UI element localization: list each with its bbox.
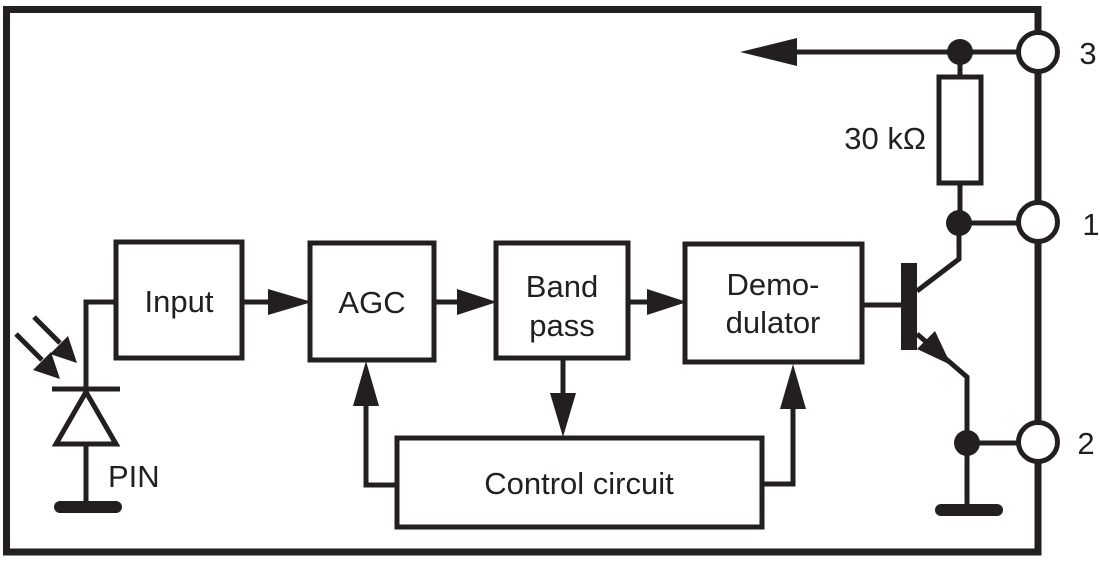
junction-dot xyxy=(954,430,980,456)
photodiode-label: PIN xyxy=(108,459,160,494)
resistor-body xyxy=(936,74,984,186)
block-demodulator-label-line2: dulator xyxy=(726,305,821,340)
light-ray-arrowhead xyxy=(33,352,60,379)
signal-arrow-bandpass-to-demodulator xyxy=(628,289,687,315)
light-ray-arrowhead xyxy=(50,336,77,363)
feedback-arrow-control-to-agc xyxy=(353,361,397,488)
pin-number: 1 xyxy=(1082,207,1099,242)
output-arrow xyxy=(740,38,1038,66)
transistor-base-bar xyxy=(901,263,917,350)
pin-terminal-1: 1 xyxy=(1016,200,1100,244)
pin-circle xyxy=(1016,420,1060,464)
signal-arrow-agc-to-bandpass xyxy=(434,289,497,315)
arrowhead-up xyxy=(780,364,806,409)
block-control-label: Control circuit xyxy=(484,466,674,501)
block-agc-label: AGC xyxy=(338,285,405,320)
signal-arrow-input-to-agc xyxy=(242,289,312,315)
package-boundary xyxy=(3,6,1042,556)
output-arrowhead xyxy=(740,38,797,66)
junction-dot xyxy=(946,210,972,236)
block-demodulator: Demo- dulator xyxy=(682,241,865,365)
pin-circle xyxy=(1016,30,1060,74)
photodiode-triangle xyxy=(51,386,121,447)
feedback-arrow-bandpass-to-control xyxy=(550,358,576,437)
arrowhead-down xyxy=(550,393,576,437)
arrowhead xyxy=(268,289,312,315)
arrowhead xyxy=(457,289,497,315)
junction-dot xyxy=(947,39,973,65)
resistor-icon xyxy=(936,52,984,223)
pin-number: 3 xyxy=(1079,36,1096,71)
block-demodulator-box xyxy=(682,241,865,365)
feedback-arrow-control-to-demodulator xyxy=(762,364,806,487)
light-rays-icon xyxy=(14,315,77,379)
block-bandpass-label-line1: Band xyxy=(526,269,598,304)
feedback-line xyxy=(363,400,397,488)
block-bandpass: Band pass xyxy=(493,240,631,361)
light-ray-line xyxy=(32,315,62,345)
block-agc-box xyxy=(307,240,437,363)
block-agc: AGC xyxy=(307,240,437,363)
block-input-label: Input xyxy=(145,284,214,319)
block-demodulator-label-line1: Demo- xyxy=(726,267,819,302)
arrowhead xyxy=(647,289,687,315)
resistor-label: 30 kΩ xyxy=(844,121,926,156)
pin-terminal-2: 2 xyxy=(1016,420,1095,464)
photodiode-icon xyxy=(51,299,122,513)
block-input-box xyxy=(113,239,245,361)
block-input: Input xyxy=(113,239,245,361)
pin-number: 2 xyxy=(1077,426,1094,461)
light-ray-line xyxy=(14,332,44,362)
block-control: Control circuit xyxy=(394,435,765,530)
transistor-emitter-arrowhead xyxy=(917,331,951,365)
npn-transistor-icon xyxy=(862,223,970,443)
ground-icon xyxy=(935,504,1003,516)
pin-circle xyxy=(1016,200,1060,244)
pin-terminal-3: 3 xyxy=(1016,30,1097,74)
feedback-line xyxy=(762,403,796,487)
arrowhead-up xyxy=(353,361,379,406)
ground-icon xyxy=(54,501,122,513)
photodiode-anode-wire xyxy=(83,299,116,388)
block-bandpass-label-line2: pass xyxy=(529,308,594,343)
